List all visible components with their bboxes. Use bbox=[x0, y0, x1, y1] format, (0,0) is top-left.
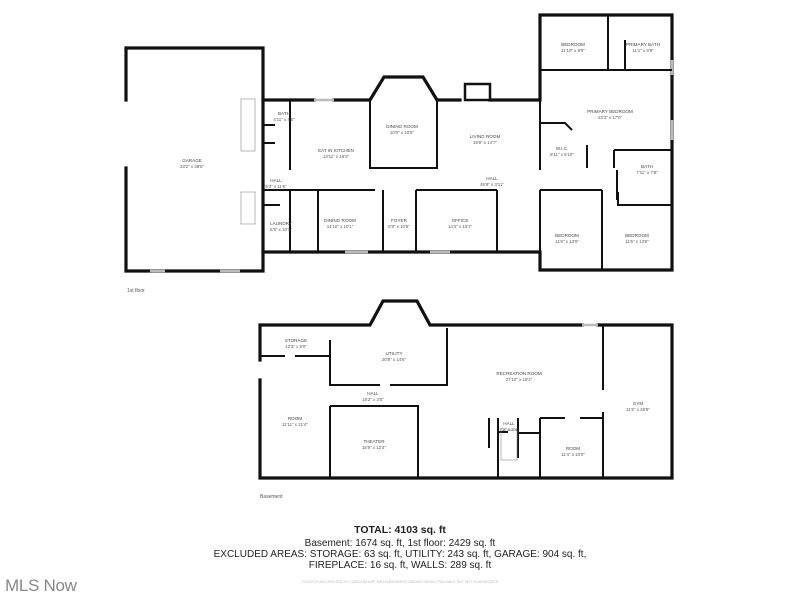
room-dimensions: 14'4" x 10'1" bbox=[448, 224, 473, 229]
room-name: HALL bbox=[503, 421, 515, 426]
room-name: HALL bbox=[367, 391, 379, 396]
room-name: GYM bbox=[633, 401, 644, 406]
room-dimensions: 20'8" x 14'6" bbox=[382, 357, 407, 362]
room-dimensions: 5'9" x 10'5" bbox=[388, 224, 410, 229]
room-dimensions: 45'9" x 3'11" bbox=[480, 182, 504, 187]
room-name: ROOM bbox=[288, 416, 302, 421]
room-name: STORAGE bbox=[285, 338, 307, 343]
stairs-icon bbox=[500, 429, 518, 461]
room-dimensions: 23'3" x 17'0" bbox=[598, 115, 623, 120]
room-dimensions: 15'6" x 12'4" bbox=[362, 445, 387, 450]
room-name: GARAGE bbox=[182, 158, 202, 163]
excluded-areas-cont: FIREPLACE: 16 sq. ft, WALLS: 289 sq. ft bbox=[308, 560, 492, 571]
total-area: TOTAL: 4103 sq. ft bbox=[354, 524, 446, 536]
room-name: OFFICE bbox=[452, 218, 469, 223]
room-name: DINING ROOM bbox=[324, 218, 356, 223]
room-dimensions: 7'11" x 7'8" bbox=[636, 170, 658, 175]
room-dimensions: 27'10" x 16'4" bbox=[506, 377, 533, 382]
room-name: ROOM bbox=[566, 446, 580, 451]
room-name: EAT IN KITCHEN bbox=[318, 148, 354, 153]
room-dimensions: 8'11" x 6'10" bbox=[550, 152, 574, 157]
garage-walls bbox=[124, 46, 265, 273]
room-name: BEDROOM bbox=[555, 233, 579, 238]
room-dimensions: 16'2" x 3'5" bbox=[362, 397, 384, 402]
room-name: PRIMARY BATH bbox=[626, 42, 660, 47]
room-dimensions: 5'3" x 11'6" bbox=[265, 184, 287, 189]
main-walls bbox=[261, 13, 674, 272]
mls-now-logo: MLS Now bbox=[5, 576, 77, 595]
room-name: W.I.C. bbox=[556, 146, 569, 151]
first-floor-plan: 1st floor bbox=[124, 13, 674, 294]
basement-walls bbox=[258, 299, 674, 480]
room-name: BATH bbox=[641, 164, 653, 169]
room-dimensions: 11'6" x 13'6" bbox=[555, 239, 579, 244]
room-name: LAUNDRY bbox=[270, 221, 292, 226]
room-dimensions: 19'9" x 14'7" bbox=[473, 140, 498, 145]
floor-areas: Basement: 1674 sq. ft, 1st floor: 2429 s… bbox=[304, 538, 496, 549]
fireplace-icon bbox=[463, 82, 492, 102]
room-dimensions: 11'5" x 26'8" bbox=[626, 407, 650, 412]
room-dimensions: 11'10" x 9'9" bbox=[561, 48, 585, 53]
room-name: HALL bbox=[270, 178, 282, 183]
room-dimensions: 7'2" x 2'4" bbox=[499, 427, 519, 432]
room-dimensions: 11'11" x 21'4" bbox=[282, 422, 308, 427]
room-name: BEDROOM bbox=[561, 42, 585, 47]
room-dimensions: 13'11" x 16'3" bbox=[323, 154, 350, 159]
stairs-icon bbox=[240, 98, 256, 225]
floor-label: 1st floor bbox=[127, 288, 145, 294]
basement-plan: Basement bbox=[258, 299, 674, 500]
floor-label: Basement bbox=[260, 494, 283, 500]
excluded-areas: EXCLUDED AREAS: STORAGE: 63 sq. ft, UTIL… bbox=[213, 549, 587, 560]
room-dimensions: 6'5" x 10'1" bbox=[270, 227, 292, 232]
room-dimensions: 11'5" x 13'6" bbox=[625, 239, 649, 244]
room-name: LIVING ROOM bbox=[470, 134, 501, 139]
room-dimensions: 10'0" x 10'5" bbox=[390, 130, 415, 135]
room-name: HALL bbox=[486, 176, 498, 181]
room-name: BEDROOM bbox=[625, 233, 649, 238]
room-dimensions: 4'11" x 4'5" bbox=[273, 117, 295, 122]
room-name: RECREATION ROOM bbox=[496, 371, 542, 376]
room-name: FOYER bbox=[391, 218, 408, 223]
room-dimensions: 14'10" x 10'1" bbox=[327, 224, 354, 229]
room-name: DINING ROOM bbox=[386, 124, 418, 129]
room-name: PRIMARY BEDROOM bbox=[587, 109, 633, 114]
disclaimer: FLOOR PLAN CREATED BY CUBICASA APP. MEAS… bbox=[301, 580, 499, 584]
room-name: UTILITY bbox=[385, 351, 402, 356]
room-name: THEATER bbox=[363, 439, 385, 444]
room-name: BATH bbox=[278, 111, 290, 116]
room-dimensions: 23'2" x 39'5" bbox=[180, 164, 205, 169]
room-dimensions: 11'4" x 10'0" bbox=[561, 452, 585, 457]
room-dimensions: 11'1" x 9'9" bbox=[632, 48, 654, 53]
room-dimensions: 12'3" x 5'0" bbox=[285, 344, 307, 349]
